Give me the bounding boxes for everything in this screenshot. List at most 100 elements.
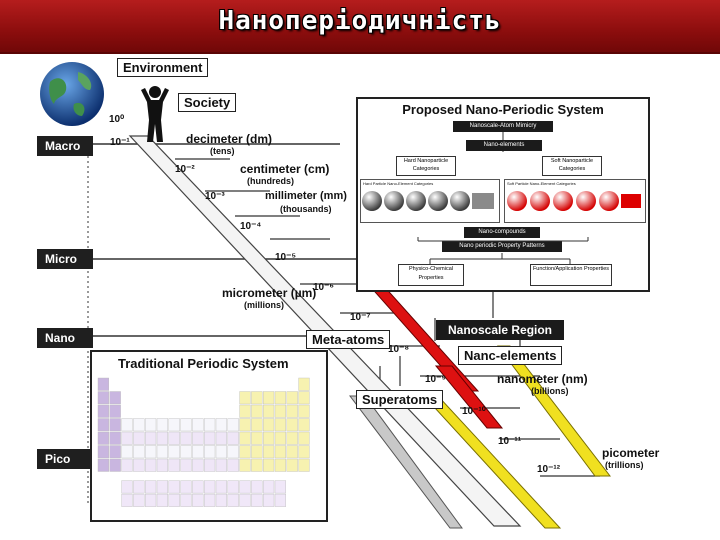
sphere-soft-4 bbox=[576, 191, 596, 211]
periodic-cell bbox=[121, 431, 133, 445]
periodic-cell bbox=[156, 480, 169, 494]
scale-tag-nano: Nano bbox=[37, 328, 93, 348]
periodic-cell bbox=[298, 391, 310, 405]
power-label: 10⁻² bbox=[175, 164, 195, 175]
power-label: 10⁻³ bbox=[205, 191, 225, 202]
unit-decimeter-sub: (tens) bbox=[210, 146, 235, 156]
periodic-cell bbox=[274, 458, 287, 472]
periodic-cell bbox=[121, 480, 133, 494]
power-label: 10⁻⁸ bbox=[388, 344, 410, 355]
periodic-cell bbox=[109, 431, 121, 445]
nano-periodic-title: Proposed Nano-Periodic System bbox=[402, 102, 604, 117]
periodic-cell bbox=[251, 480, 263, 494]
periodic-cell bbox=[239, 445, 251, 459]
periodic-cell bbox=[168, 458, 180, 472]
sphere-hard-1 bbox=[362, 191, 382, 211]
scale-tag-macro: Macro bbox=[37, 136, 93, 156]
periodic-cell bbox=[262, 391, 275, 405]
periodic-cell bbox=[97, 458, 110, 472]
unit-micrometer-sub: (millions) bbox=[244, 300, 284, 310]
unit-nanometer-sub: (billions) bbox=[531, 386, 569, 396]
periodic-cell bbox=[133, 445, 145, 459]
periodic-cell bbox=[97, 418, 110, 432]
periodic-cell bbox=[286, 391, 298, 405]
periodic-cell bbox=[145, 458, 157, 472]
periodic-cell bbox=[262, 418, 275, 432]
unit-centimeter: centimeter (cm) bbox=[240, 162, 330, 176]
sphere-hard-5 bbox=[450, 191, 470, 211]
periodic-cell bbox=[262, 458, 275, 472]
periodic-cell bbox=[156, 431, 169, 445]
periodic-cell bbox=[192, 480, 204, 494]
periodic-cell bbox=[251, 431, 263, 445]
periodic-cell bbox=[97, 431, 110, 445]
periodic-cell bbox=[145, 418, 157, 432]
periodic-cell bbox=[239, 493, 251, 507]
periodic-table-grid bbox=[97, 377, 310, 507]
traditional-periodic-panel: Traditional Periodic System bbox=[90, 350, 328, 522]
periodic-cell bbox=[239, 391, 251, 405]
property-patterns-box: Nano periodic Property Patterns bbox=[442, 241, 562, 252]
unit-picometer-sub: (trillions) bbox=[605, 460, 644, 470]
society-box: Society bbox=[178, 93, 237, 112]
periodic-cell bbox=[192, 418, 204, 432]
periodic-cell bbox=[215, 493, 228, 507]
periodic-cell bbox=[215, 445, 228, 459]
periodic-cell bbox=[262, 404, 275, 418]
periodic-cell bbox=[239, 431, 251, 445]
periodic-cell bbox=[215, 480, 228, 494]
power-label: 10⁻⁹ bbox=[425, 374, 447, 385]
unit-millimeter-sub: (thousands) bbox=[280, 204, 332, 214]
unit-micrometer: micrometer (µm) bbox=[222, 286, 317, 300]
periodic-cell bbox=[180, 493, 192, 507]
unit-nanometer: nanometer (nm) bbox=[497, 372, 588, 386]
periodic-cell bbox=[180, 445, 192, 459]
periodic-cell bbox=[180, 418, 192, 432]
periodic-cell bbox=[298, 445, 310, 459]
title-underline bbox=[0, 52, 720, 54]
periodic-cell bbox=[227, 418, 239, 432]
periodic-cell bbox=[133, 480, 145, 494]
periodic-cell bbox=[109, 458, 121, 472]
unit-centimeter-sub: (hundreds) bbox=[247, 176, 294, 186]
traditional-title: Traditional Periodic System bbox=[118, 356, 289, 371]
power-label: 10⁰ bbox=[109, 114, 125, 125]
sphere-soft-2 bbox=[530, 191, 550, 211]
periodic-cell bbox=[180, 431, 192, 445]
periodic-cell bbox=[298, 404, 310, 418]
periodic-cell bbox=[121, 458, 133, 472]
periodic-cell bbox=[203, 458, 216, 472]
periodic-cell bbox=[121, 445, 133, 459]
periodic-cell bbox=[239, 404, 251, 418]
sphere-hard-6 bbox=[472, 193, 494, 209]
nanoscale-region-label: Nanoscale Region bbox=[436, 320, 564, 340]
soft-particle-spheres bbox=[507, 191, 641, 211]
nano-compounds-box: Nano-compounds bbox=[464, 227, 540, 238]
function-application-box: Function/Application Properties bbox=[530, 264, 612, 286]
periodic-cell bbox=[145, 493, 157, 507]
sphere-hard-2 bbox=[384, 191, 404, 211]
nano-periodic-panel: Proposed Nano-Periodic System Nanoscale-… bbox=[356, 97, 650, 292]
periodic-cell bbox=[168, 418, 180, 432]
periodic-cell bbox=[274, 480, 287, 494]
soft-particle-group: Soft Particle Nano-Element Categories bbox=[504, 179, 646, 223]
periodic-cell bbox=[286, 418, 298, 432]
power-label: 10⁻¹² bbox=[537, 464, 561, 475]
nano-elements-callout: Nanc-elements bbox=[458, 346, 563, 365]
power-label: 10⁻⁶ bbox=[313, 282, 335, 293]
atom-mimicry-box: Nanoscale-Atom Mimicry bbox=[453, 121, 553, 132]
periodic-cell bbox=[239, 480, 251, 494]
periodic-cell bbox=[133, 431, 145, 445]
periodic-cell bbox=[168, 431, 180, 445]
periodic-cell bbox=[227, 493, 239, 507]
periodic-cell bbox=[227, 431, 239, 445]
periodic-cell bbox=[227, 445, 239, 459]
periodic-cell bbox=[121, 493, 133, 507]
periodic-cell bbox=[286, 404, 298, 418]
periodic-cell bbox=[274, 445, 287, 459]
sphere-soft-1 bbox=[507, 191, 527, 211]
periodic-cell bbox=[251, 445, 263, 459]
slide-title: Нанoперіoдичність bbox=[218, 6, 502, 36]
unit-decimeter: decimeter (dm) bbox=[186, 132, 273, 146]
hard-particle-group: Hard Particle Nano-Element Categories bbox=[360, 179, 500, 223]
